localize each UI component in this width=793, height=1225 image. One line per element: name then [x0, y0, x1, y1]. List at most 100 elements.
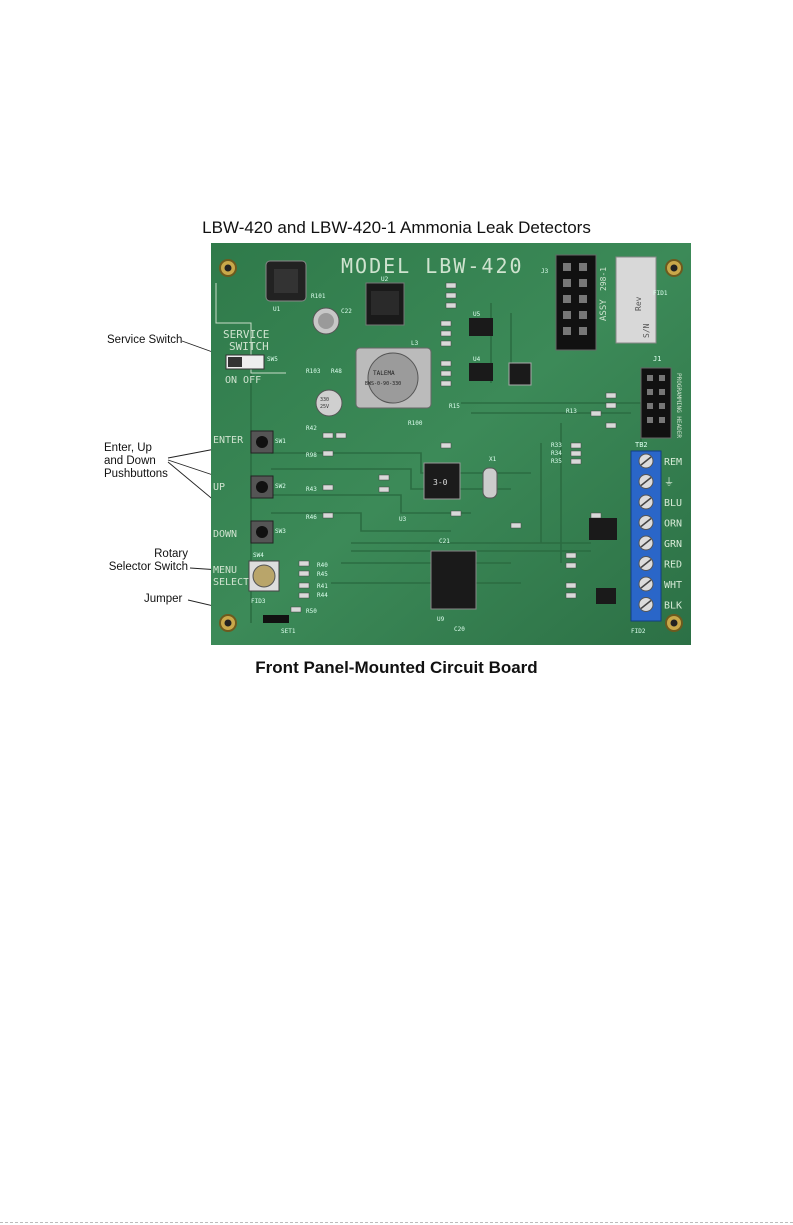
mounting-hole-center [670, 264, 678, 272]
microcontroller-marking: 3-0 [433, 478, 448, 487]
sn-label: S/N [642, 323, 651, 338]
label-u9: U9 [437, 616, 445, 623]
terminal-screw-slot [640, 538, 652, 548]
rev-label: Rev [634, 296, 643, 311]
label-c21: C21 [439, 538, 450, 545]
label-sw5: SW5 [267, 356, 278, 363]
figure-caption: Front Panel-Mounted Circuit Board [255, 658, 538, 677]
label-l3: L3 [411, 340, 419, 347]
pushbuttons-callout-line3: Pushbuttons [104, 468, 168, 480]
service-switch-callout: Service Switch [107, 334, 183, 346]
label-r34: R34 [551, 450, 562, 457]
capacitor-c22-top [318, 313, 334, 329]
inductor-part: BWS-0-90-330 [365, 381, 401, 387]
menu-label: MENU [213, 565, 237, 576]
on-off-label: ON OFF [225, 375, 261, 386]
terminal-label: GRN [664, 539, 682, 550]
terminal-label: BLU [664, 498, 682, 509]
silkscreen-outline [215, 283, 286, 374]
down-button-cap[interactable] [256, 526, 268, 538]
programming-header-j1 [640, 367, 672, 439]
up-button-cap[interactable] [256, 481, 268, 493]
label-fid2: FID2 [631, 628, 646, 635]
label-r48: R48 [331, 368, 342, 375]
label-u4: U4 [473, 356, 481, 363]
label-sw3: SW3 [275, 528, 286, 535]
inductor-coil [367, 352, 419, 404]
terminal-label: ⏚ [664, 477, 674, 489]
label-r98: R98 [306, 452, 317, 459]
mounting-holes [219, 259, 683, 632]
label-u1: U1 [273, 306, 281, 313]
terminal-label: BLK [664, 601, 682, 612]
terminal-screw-slot [640, 599, 652, 610]
label-r41: R41 [317, 583, 328, 590]
ic-u9 [430, 550, 477, 610]
label-c20: C20 [454, 626, 465, 633]
label-tb2: TB2 [635, 441, 648, 449]
label-r15: R15 [449, 403, 460, 410]
terminal-screw-slot [640, 476, 652, 487]
ic-u5 [469, 318, 493, 336]
rotary-selector-dial[interactable] [252, 564, 276, 588]
ic-u4 [469, 363, 493, 381]
label-r33: R33 [551, 442, 562, 449]
ic-u1-right [589, 518, 617, 540]
page-bottom-rule [0, 1222, 793, 1223]
label-set1: SET1 [281, 628, 296, 635]
capacitor-voltage: 25V [320, 404, 329, 410]
terminal-screw-slot [640, 456, 652, 466]
terminal-label: REM [664, 457, 682, 468]
circuit-board-image: MODEL LBW-420 U1 U2 C22 330 25V TALEMA B… [211, 243, 691, 645]
mounting-hole-center [224, 619, 232, 627]
label-r42: R42 [306, 425, 317, 432]
terminal-screw-slot [640, 579, 652, 589]
jumper[interactable] [263, 615, 289, 623]
mounting-hole-center [670, 619, 678, 627]
microcontroller [423, 462, 461, 500]
label-j3: J3 [541, 268, 549, 275]
label-r103: R103 [306, 368, 321, 375]
crystal-x1 [482, 467, 498, 499]
rotary-callout-line1: Rotary [154, 548, 188, 560]
label-r100: R100 [408, 420, 423, 427]
label-u2: U2 [381, 276, 389, 283]
label-r46: R46 [306, 514, 317, 521]
header-j3-pins [563, 263, 587, 335]
enter-label: ENTER [213, 435, 244, 446]
label-sw1: SW1 [275, 438, 286, 445]
label-r101: R101 [311, 293, 326, 300]
ic-q4 [508, 362, 532, 386]
label-sw2: SW2 [275, 483, 286, 490]
board-model-text: MODEL LBW-420 [341, 254, 524, 278]
service-switch-slider[interactable] [228, 357, 242, 367]
enter-button-cap[interactable] [256, 436, 268, 448]
terminal-screws [638, 453, 654, 612]
label-j1: J1 [653, 355, 661, 363]
label-r44: R44 [317, 592, 328, 599]
pushbuttons-callout-line1: Enter, Up [104, 442, 152, 454]
service-label-line2: SWITCH [229, 340, 269, 353]
chip-u12-die [274, 269, 298, 293]
assy-part-number: 298-1 [599, 267, 608, 291]
header-j3 [555, 254, 597, 351]
label-fid3: FID3 [251, 598, 266, 605]
label-r40: R40 [317, 562, 328, 569]
terminal-label: RED [664, 560, 682, 571]
select-label: SELECT [213, 577, 249, 588]
terminal-label: WHT [664, 580, 682, 591]
terminal-screw-slot [640, 517, 652, 528]
pushbuttons-callout-line2: and Down [104, 455, 156, 467]
figure-title: LBW-420 and LBW-420-1 Ammonia Leak Detec… [202, 218, 591, 237]
capacitor-330 [315, 389, 343, 417]
programming-header-label: PROGRAMMING HEADER [675, 373, 682, 438]
label-u5: U5 [473, 311, 481, 318]
rotary-callout-line2: Selector Switch [108, 561, 188, 573]
label-c22: C22 [341, 308, 352, 315]
assy-label-sticker [615, 256, 657, 344]
label-r50: R50 [306, 608, 317, 615]
label-r43: R43 [306, 486, 317, 493]
label-fid1: FID1 [653, 290, 668, 297]
jumper-callout: Jumper [144, 593, 183, 605]
